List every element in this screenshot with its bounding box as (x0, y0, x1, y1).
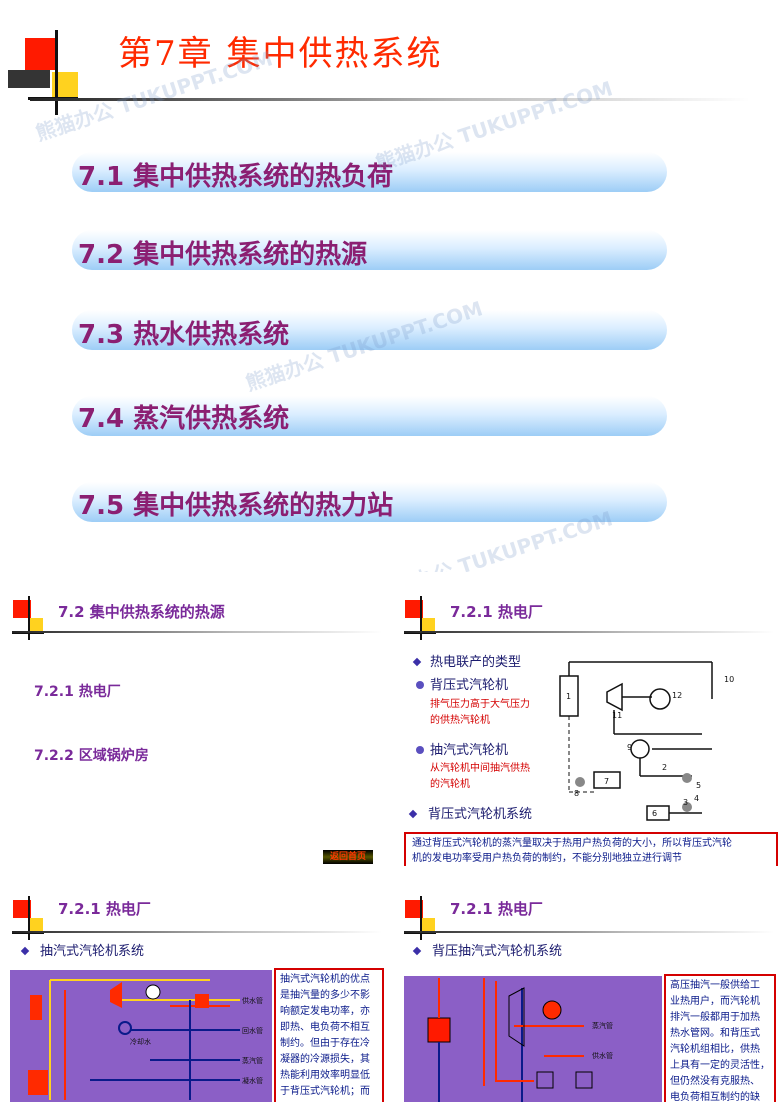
explanation-line: 排汽一般都用于加热 (670, 1012, 760, 1023)
diagram-label: 9 (627, 743, 632, 752)
diagram-label: 11 (612, 711, 622, 720)
cogeneration-diagram: 1 2 3 4 5 6 7 8 9 10 11 12 (559, 661, 734, 821)
diagram-label: 5 (696, 781, 701, 790)
title-underline (12, 631, 382, 633)
slide-back-pressure-extraction: 7.2.1 热电厂 背压抽汽式汽轮机系统 蒸汽管 供水管 高压抽汽一般供给工 (392, 878, 780, 1102)
toc-item-7-4[interactable] (72, 396, 667, 436)
diagram-label: 8 (574, 789, 579, 798)
diagram-label: 回水管 (242, 1026, 263, 1035)
diagram-label: 7 (604, 777, 609, 786)
slide-title: 7.2.1 热电厂 (58, 900, 151, 918)
explanation-box: 抽汽式汽轮机的优点 是抽汽量的多少不影 响额定发电功率，亦 即热、电负荷不相互 … (274, 968, 384, 1102)
diagram-label: 2 (662, 763, 667, 772)
link-7-2-1[interactable]: 7.2.1 热电厂 (34, 684, 121, 700)
title-underline (404, 931, 774, 933)
diagram-label: 10 (724, 675, 734, 684)
toc-item-label: 7.4 蒸汽供热系统 (78, 404, 290, 434)
diagram-label: 供水管 (242, 996, 263, 1005)
diagram-label: 供水管 (592, 1051, 613, 1060)
bullet-text: 背压抽汽式汽轮机系统 (432, 944, 563, 959)
explanation-line: 制约。但由于存在冷 (280, 1038, 370, 1049)
slide-chapter-overview: 第7章 集中供热系统 7.1 集中供热系统的热负荷 7.2 集中供热系统的热源 … (8, 30, 750, 572)
diagram-label: 凝水管 (242, 1076, 263, 1085)
explanation-line: 但仍然没有克服热、 (670, 1076, 760, 1087)
return-home-button[interactable]: 返回首页 (323, 850, 373, 864)
slide-heat-source: 7.2 集中供热系统的热源 7.2.1 热电厂 7.2.2 区域锅炉房 返回首页 (0, 578, 388, 866)
explanation-line: 高压抽汽一般供给工 (670, 980, 760, 991)
note-text: 的供热汽轮机 (430, 715, 490, 726)
explanation-line: 汽轮机组相比，供热 (670, 1044, 760, 1055)
explanation-line: 凝器的冷源损失，其 (280, 1054, 370, 1065)
diagram-label: 蒸汽管 (242, 1056, 263, 1065)
explanation-line: 热能利用效率明显低 (280, 1070, 370, 1081)
diagram-label: 冷却水 (130, 1037, 151, 1046)
toc-item-7-5[interactable] (72, 482, 667, 522)
bullet-diamond (412, 657, 422, 667)
explanation-box: 高压抽汽一般供给工 业热用户，而汽轮机 排汽一般都用于加热 热水管网。和背压式 … (664, 974, 776, 1102)
toc-item-label: 7.2 集中供热系统的热源 (78, 240, 368, 270)
toc-item-7-1[interactable] (72, 152, 667, 192)
explanation-line: 抽汽式汽轮机的优点 (280, 974, 370, 985)
title-underline (404, 631, 774, 633)
slide-back-pressure: 7.2.1 热电厂 热电联产的类型 背压式汽轮机 排气压力高于大气压力 的供热汽… (392, 578, 780, 866)
slide-extraction-turbine: 7.2.1 热电厂 抽汽式汽轮机系统 供水管 回水管 (0, 878, 388, 1102)
bullet-diamond (412, 946, 422, 956)
explanation-line: 通过背压式汽轮机的蒸汽量取决于热用户热负荷的大小，所以背压式汽轮 (412, 838, 732, 849)
bullet-text: 背压式汽轮机 (430, 678, 509, 693)
explanation-line: 业热用户，而汽轮机 (670, 996, 760, 1007)
link-7-2-2[interactable]: 7.2.2 区域锅炉房 (34, 748, 149, 764)
explanation-line: 电负荷相互制约的缺 (670, 1092, 760, 1102)
explanation-line: 即热、电负荷不相互 (280, 1022, 370, 1033)
slide-title: 7.2.1 热电厂 (450, 603, 543, 621)
diagram-label: 1 (566, 692, 571, 701)
note-text: 排气压力高于大气压力 (430, 699, 530, 710)
toc-item-label: 7.3 热水供热系统 (78, 320, 290, 350)
system-diagram: 供水管 回水管 蒸汽管 凝水管 冷却水 (10, 970, 272, 1102)
note-text: 的汽轮机 (430, 779, 470, 790)
diagram-label: 4 (694, 794, 699, 803)
bullet-text: 背压式汽轮机系统 (428, 807, 533, 822)
toc-item-label: 7.1 集中供热系统的热负荷 (78, 162, 394, 192)
bullet-text: 抽汽式汽轮机 (430, 743, 509, 758)
toc-item-label: 7.5 集中供热系统的热力站 (78, 491, 394, 521)
explanation-line: 于背压式汽轮机；而 (280, 1086, 370, 1097)
explanation-line: 响额定发电功率，亦 (280, 1006, 370, 1017)
bullet-diamond (20, 946, 30, 956)
explanation-line: 热水管网。和背压式 (670, 1028, 760, 1039)
bullet-circle (416, 681, 424, 689)
title-underline (12, 931, 382, 933)
diagram-label: 6 (652, 809, 657, 818)
toc-item-7-3[interactable] (72, 310, 667, 350)
diagram-label: 蒸汽管 (592, 1021, 613, 1030)
system-diagram: 蒸汽管 供水管 (404, 976, 662, 1102)
diagram-label: 12 (672, 691, 682, 700)
title-underline (30, 98, 750, 101)
explanation-line: 机的发电功率受用户热负荷的制约，不能分别地独立进行调节 (412, 853, 682, 864)
bullet-text: 热电联产的类型 (430, 655, 522, 670)
toc-item-7-2[interactable] (72, 230, 667, 270)
explanation-line: 上具有一定的灵活性， (670, 1060, 770, 1071)
note-text: 从汽轮机中间抽汽供热 (430, 763, 530, 774)
bullet-circle (416, 746, 424, 754)
slide-title: 7.2 集中供热系统的热源 (58, 603, 225, 621)
slide-title: 7.2.1 热电厂 (450, 900, 543, 918)
page-title: 第7章 集中供热系统 (118, 34, 443, 74)
explanation-line: 是抽汽量的多少不影 (280, 990, 370, 1001)
bullet-text: 抽汽式汽轮机系统 (40, 944, 145, 959)
bullet-diamond (408, 809, 418, 819)
explanation-box: 通过背压式汽轮机的蒸汽量取决于热用户热负荷的大小，所以背压式汽轮 机的发电功率受… (404, 832, 778, 866)
diagram-label: 3 (683, 798, 688, 807)
